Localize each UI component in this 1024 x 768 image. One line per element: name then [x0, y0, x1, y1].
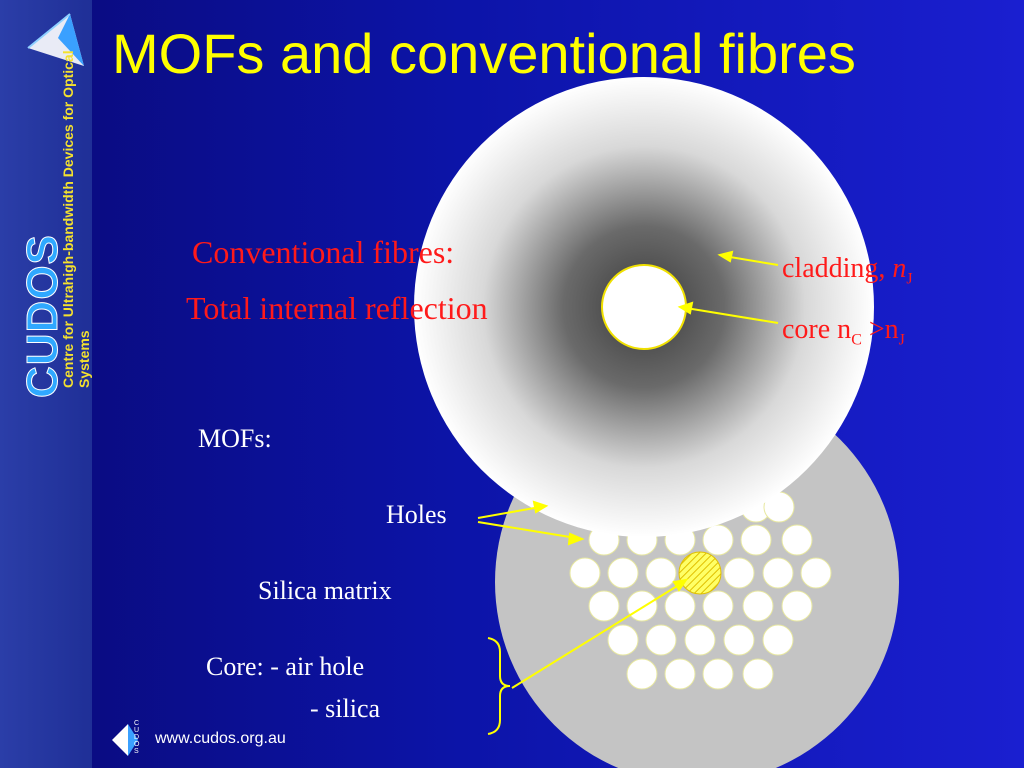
- holes-label: Holes: [386, 500, 447, 529]
- core-brace: [487, 637, 511, 735]
- tir-label: Total internal reflection: [186, 290, 488, 326]
- conventional-fibres-label: Conventional fibres:: [192, 234, 455, 270]
- slide-title: MOFs and conventional fibres: [112, 22, 856, 85]
- core-air-label: Core: - air hole: [206, 652, 365, 681]
- cladding-sub: J: [906, 270, 913, 288]
- annotation-arrows: [477, 250, 779, 689]
- core-label: core nC >nJ: [782, 314, 905, 350]
- mofs-label: MOFs:: [198, 424, 272, 453]
- cladding-n: n: [892, 253, 907, 284]
- core-sub-c: C: [851, 331, 862, 349]
- sidebar: CUDOS Centre for Ultrahigh-bandwidth Dev…: [0, 0, 92, 768]
- cladding-label: cladding, nJ: [782, 253, 913, 289]
- core-silica-label: - silica: [310, 694, 381, 723]
- conventional-fibre-core: [601, 264, 687, 350]
- footer-url[interactable]: www.cudos.org.au: [155, 730, 286, 747]
- footer-logo-icon: [112, 724, 138, 756]
- core-gt: >n: [861, 314, 899, 345]
- mof-core: [678, 551, 722, 595]
- core-word: core n: [782, 314, 852, 345]
- core-sub-j: J: [898, 331, 905, 349]
- footer-small-logo-text: CUDOS: [134, 720, 140, 755]
- logo-triangle-icon: [27, 13, 84, 66]
- cladding-word: cladding: [782, 253, 879, 284]
- cladding-sep: ,: [878, 253, 886, 284]
- silica-matrix-label: Silica matrix: [258, 576, 392, 605]
- cudos-logo: CUDOS Centre for Ultrahigh-bandwidth Dev…: [8, 8, 92, 399]
